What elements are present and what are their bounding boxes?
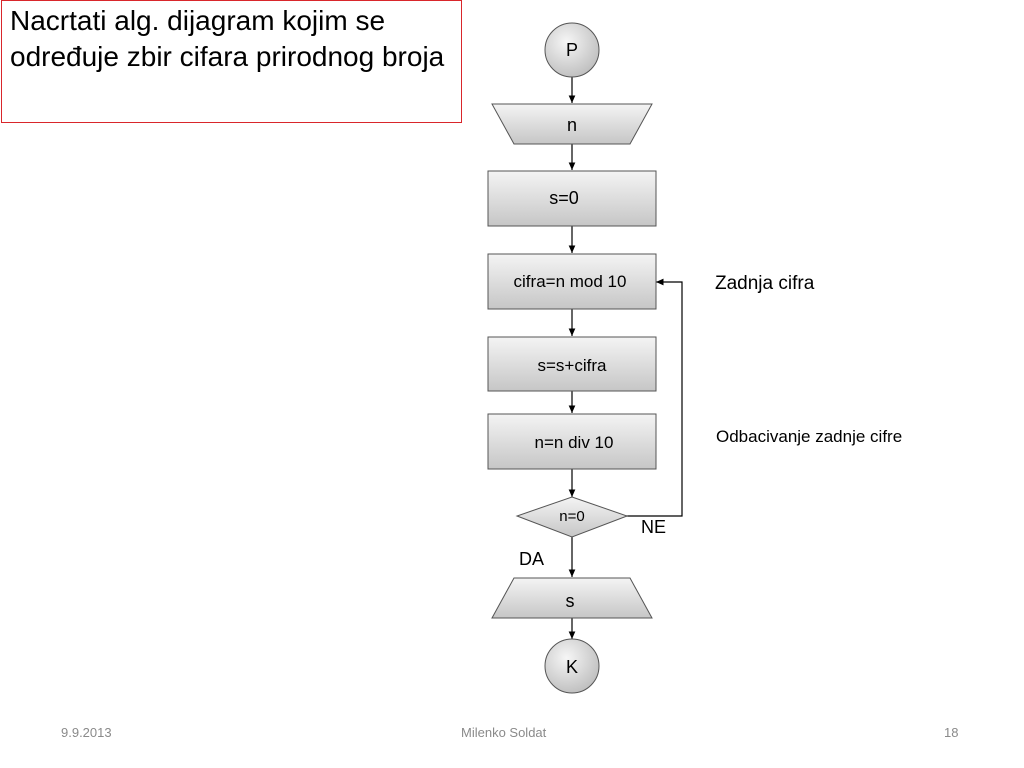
slide-title: Nacrtati alg. dijagram kojim se određuje… [10,5,445,72]
connector-loop-back [626,278,683,517]
end-terminal [544,638,600,694]
digit-process [487,253,657,310]
condition-label: n=0 [559,508,584,525]
accumulate-process [487,336,657,392]
output-label: s [566,591,575,611]
input-label: n [567,115,577,135]
init-process [487,170,657,227]
shift-label: n=n div 10 [535,433,614,452]
shift-process [487,413,657,470]
accumulate-label: s=s+cifra [538,356,608,375]
condition-decision [515,496,629,538]
start-label: P [566,40,578,60]
end-label: K [566,657,578,677]
connectors [568,76,683,639]
start-terminal [544,22,600,78]
footer-author: Milenko Soldat [461,725,547,740]
slide-title-box: Nacrtati alg. dijagram kojim se određuje… [1,0,462,123]
drop-digit-note: Odbacivanje zadnje cifre [716,427,902,446]
input-shape [491,103,653,145]
footer-page-number: 18 [944,725,959,740]
yes-branch-label: DA [519,549,544,569]
footer-date: 9.9.2013 [61,725,112,740]
output-shape [491,577,653,619]
no-branch-label: NE [641,517,666,537]
digit-label: cifra=n mod 10 [514,272,627,291]
init-label: s=0 [549,188,579,208]
last-digit-note: Zadnja cifra [715,273,815,294]
